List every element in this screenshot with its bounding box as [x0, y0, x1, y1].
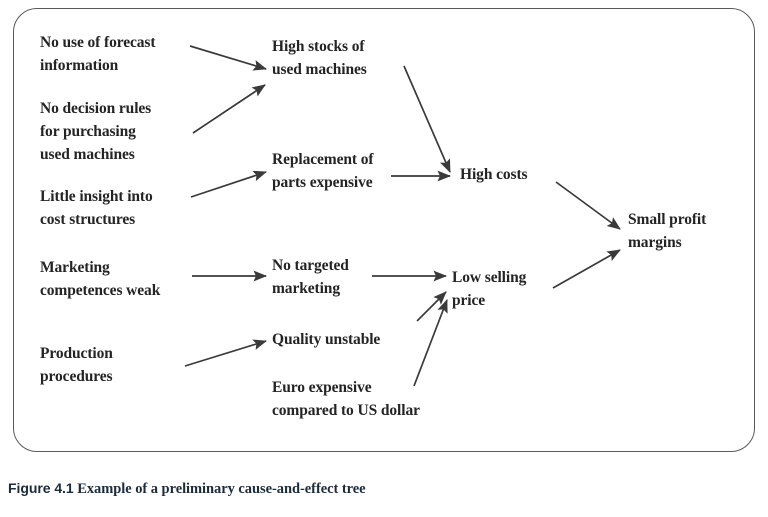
figure-caption-label: Figure 4.1 — [8, 480, 74, 496]
node-high-stocks-of-used-machines: High stocks of used machines — [272, 38, 367, 78]
node-little-insight-into-cost-structures: Little insight into cost structures — [40, 188, 153, 228]
figure-caption-text: Example of a preliminary cause-and-effec… — [77, 481, 366, 497]
node-quality-unstable: Quality unstable — [272, 331, 381, 348]
node-no-use-of-forecast-information: No use of forecast information — [40, 34, 156, 74]
node-low-selling-price: Low selling price — [452, 269, 527, 309]
figure-caption: Figure 4.1 Example of a preliminary caus… — [8, 478, 758, 499]
node-replacement-of-parts-expensive: Replacement of parts expensive — [272, 151, 374, 191]
diagram-frame — [13, 8, 755, 452]
node-no-decision-rules-for-purchasing-used-machines: No decision rules for purchasing used ma… — [40, 100, 152, 163]
node-euro-expensive-compared-to-us-dollar: Euro expensive compared to US dollar — [272, 379, 420, 419]
node-small-profit-margins: Small profit margins — [628, 211, 707, 251]
node-production-procedures: Production procedures — [40, 345, 113, 385]
node-high-costs: High costs — [460, 166, 528, 183]
node-no-targeted-marketing: No targeted marketing — [272, 257, 349, 297]
node-marketing-competences-weak: Marketing competences weak — [40, 259, 161, 299]
